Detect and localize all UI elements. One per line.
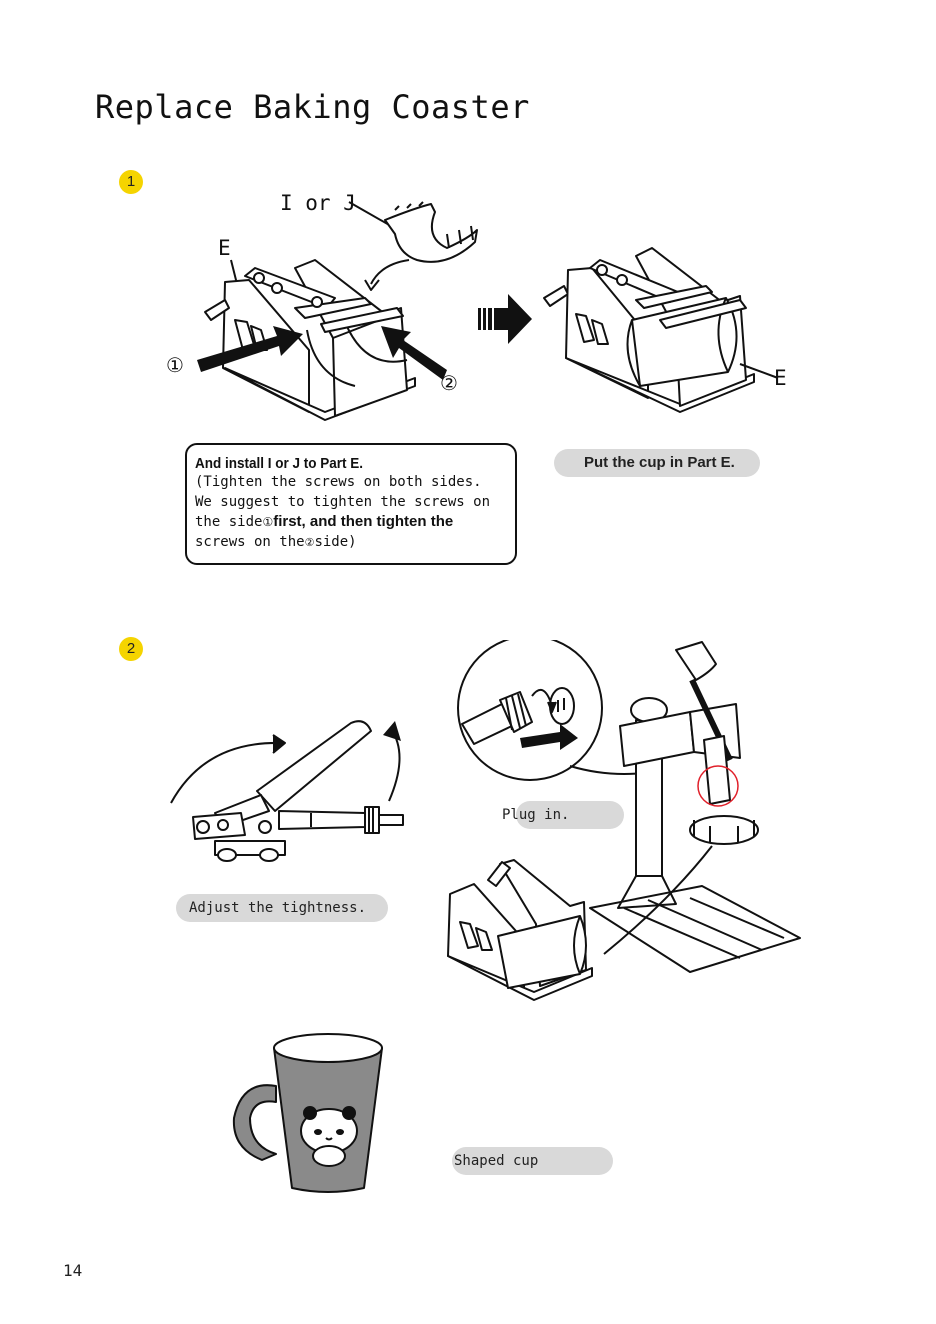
caption-plug-in: Plug in. bbox=[516, 801, 624, 829]
label-side-1: ① bbox=[166, 353, 184, 378]
illustration-plug-in bbox=[440, 640, 820, 1010]
note-line-4-side: ① bbox=[262, 515, 273, 529]
step-1-badge: 1 bbox=[119, 170, 143, 194]
note-line-5: screws on the②side) bbox=[195, 532, 515, 553]
illustration-shaped-cup bbox=[228, 1028, 388, 1198]
caption-adjust-tightness: Adjust the tightness. bbox=[176, 894, 388, 922]
note-line-4b: first, and then tighten the bbox=[273, 513, 453, 530]
install-instructions-note: And install I or J to Part E. (Tighten t… bbox=[185, 443, 517, 565]
illustration-install-part bbox=[185, 190, 515, 425]
note-line-5a: screws on the bbox=[195, 534, 305, 550]
note-line-4a: the side bbox=[195, 514, 262, 530]
page-title: Replace Baking Coaster bbox=[95, 88, 530, 126]
note-line-5-side: ② bbox=[305, 536, 315, 549]
note-line-4: the side①first, and then tighten the bbox=[195, 512, 515, 532]
step-2-badge: 2 bbox=[119, 637, 143, 661]
page-number: 14 bbox=[63, 1261, 82, 1280]
note-line-5b: side) bbox=[314, 534, 356, 550]
note-line-1: And install I or J to Part E. bbox=[195, 455, 483, 472]
illustration-cup-installed bbox=[540, 240, 780, 420]
next-step-arrow-icon bbox=[478, 292, 534, 348]
note-line-3: We suggest to tighten the screws on bbox=[195, 492, 515, 512]
note-line-2: (Tighten the screws on both sides. bbox=[195, 472, 515, 492]
caption-put-cup: Put the cup in Part E. bbox=[554, 449, 760, 477]
caption-shaped-cup: Shaped cup bbox=[452, 1147, 613, 1175]
illustration-toggle-clamp bbox=[165, 715, 415, 875]
